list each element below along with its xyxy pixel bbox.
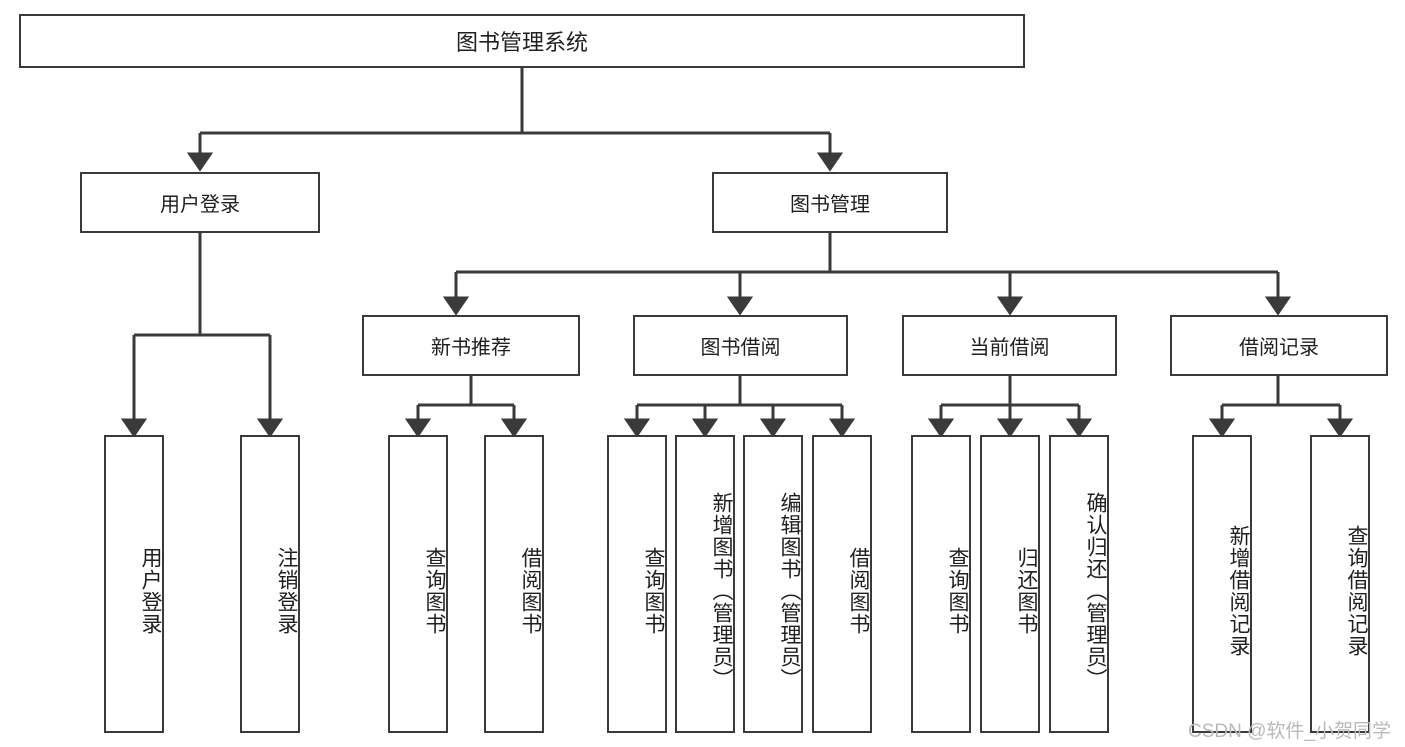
leaf-edit-book[interactable]: 编辑图书（管理员） — [743, 435, 803, 733]
leaf-return-book-label: 归还图书 — [1015, 547, 1038, 635]
node-book-management-label: 图书管理 — [790, 194, 870, 216]
leaf-add-book[interactable]: 新增图书（管理员） — [675, 435, 735, 733]
leaf-user-logout-label: 注销登录 — [275, 547, 298, 635]
leaf-query-record-label: 查询借阅记录 — [1345, 525, 1368, 657]
leaf-query-record[interactable]: 查询借阅记录 — [1310, 435, 1370, 733]
leaf-user-login[interactable]: 用户登录 — [104, 435, 164, 733]
leaf-borrow-book-1-label: 借阅图书 — [519, 547, 542, 635]
leaf-user-login-label: 用户登录 — [139, 547, 162, 635]
leaf-query-book-2-label: 查询图书 — [642, 547, 665, 635]
node-book-borrow-label: 图书借阅 — [700, 337, 781, 359]
leaf-confirm-return[interactable]: 确认归还（管理员） — [1049, 435, 1109, 733]
leaf-borrow-book-2[interactable]: 借阅图书 — [812, 435, 872, 733]
node-current-borrow-label: 当前借阅 — [969, 337, 1050, 359]
node-borrow-record[interactable]: 借阅记录 — [1170, 315, 1388, 376]
node-root-label: 图书管理系统 — [455, 30, 588, 55]
node-user-login[interactable]: 用户登录 — [80, 172, 320, 233]
leaf-return-book[interactable]: 归还图书 — [980, 435, 1040, 733]
node-new-book-recommend[interactable]: 新书推荐 — [362, 315, 580, 376]
node-new-book-recommend-label: 新书推荐 — [431, 337, 511, 359]
node-book-management[interactable]: 图书管理 — [712, 172, 948, 233]
node-book-borrow[interactable]: 图书借阅 — [633, 315, 848, 376]
leaf-borrow-book-1[interactable]: 借阅图书 — [484, 435, 544, 733]
leaf-query-book-1[interactable]: 查询图书 — [388, 435, 448, 733]
leaf-add-record-label: 新增借阅记录 — [1227, 525, 1250, 657]
node-user-login-label: 用户登录 — [160, 194, 240, 216]
node-root[interactable]: 图书管理系统 — [19, 14, 1025, 68]
leaf-add-record[interactable]: 新增借阅记录 — [1192, 435, 1252, 733]
watermark: CSDN @软件_小贺同学 — [1188, 721, 1391, 742]
leaf-user-logout[interactable]: 注销登录 — [240, 435, 300, 733]
leaf-borrow-book-2-label: 借阅图书 — [847, 547, 870, 635]
node-current-borrow[interactable]: 当前借阅 — [902, 315, 1117, 376]
leaf-query-book-3[interactable]: 查询图书 — [911, 435, 971, 733]
leaf-query-book-3-label: 查询图书 — [946, 547, 969, 635]
node-borrow-record-label: 借阅记录 — [1239, 337, 1319, 359]
leaf-query-book-2[interactable]: 查询图书 — [607, 435, 667, 733]
leaf-add-book-label: 新增图书（管理员） — [710, 492, 733, 690]
leaf-edit-book-label: 编辑图书（管理员） — [778, 492, 801, 690]
leaf-query-book-1-label: 查询图书 — [423, 547, 446, 635]
leaf-confirm-return-label: 确认归还（管理员） — [1084, 492, 1107, 690]
